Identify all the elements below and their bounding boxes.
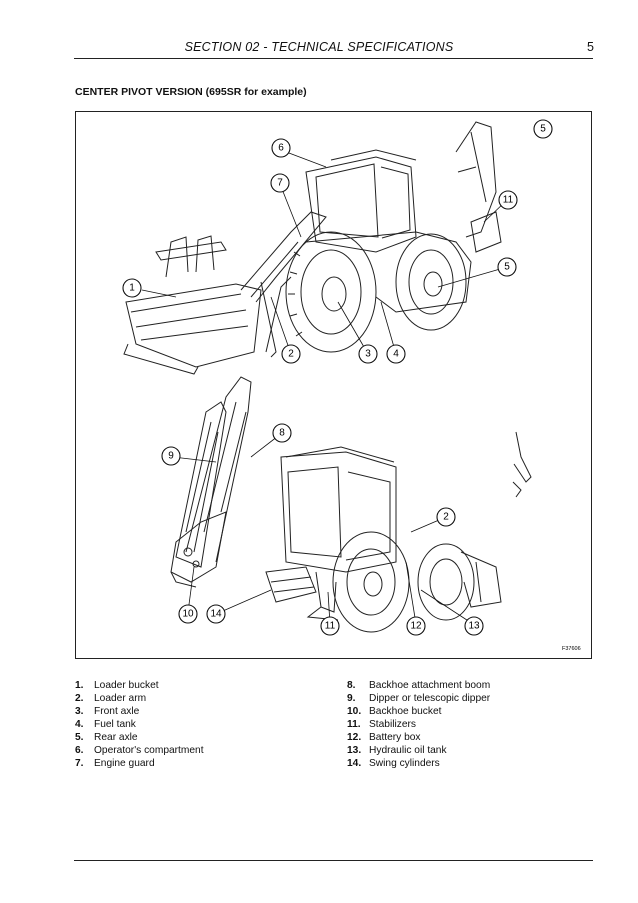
callout-7: 7: [270, 173, 290, 193]
callout-12: 12: [406, 616, 426, 636]
legend-item: 1.Loader bucket: [75, 680, 159, 691]
callout-14: 14: [206, 604, 226, 624]
legend-left: 1.Loader bucket 2.Loader arm 3.Front axl…: [75, 679, 204, 770]
legend-right: 8.Backhoe attachment boom 9.Dipper or te…: [347, 679, 490, 770]
svg-text:6: 6: [278, 143, 284, 154]
legend-item: 5.Rear axle: [75, 732, 138, 743]
svg-text:4: 4: [393, 349, 399, 360]
svg-text:1: 1: [129, 283, 135, 294]
bottom-rear-wheel-drawing: [332, 531, 410, 633]
front-wheel-drawing: [285, 231, 377, 353]
callout-9: 9: [161, 446, 181, 466]
svg-text:11: 11: [503, 195, 514, 206]
svg-text:3: 3: [365, 349, 371, 360]
callout-11: 11: [498, 190, 518, 210]
figure-code: F37606: [562, 646, 581, 652]
rear-cab-drawing: [280, 451, 397, 573]
svg-text:7: 7: [277, 178, 283, 189]
figure-subtitle: CENTER PIVOT VERSION (695SR for example): [75, 86, 307, 98]
footer-rule: [74, 860, 593, 861]
rear-wheel-drawing: [395, 233, 467, 331]
page-number: 5: [587, 40, 594, 54]
legend-item: 9.Dipper or telescopic dipper: [347, 693, 491, 704]
legend-item: 13.Hydraulic oil tank: [347, 745, 447, 756]
svg-text:12: 12: [410, 621, 422, 632]
callout-11-bottom: 11: [320, 616, 340, 636]
svg-text:5: 5: [540, 124, 546, 135]
svg-text:5: 5: [504, 262, 510, 273]
callout-2-bottom: 2: [436, 507, 456, 527]
backhoe-boom-drawing: [185, 376, 252, 563]
header-rule: [74, 58, 593, 59]
svg-text:2: 2: [443, 512, 449, 523]
legend-item: 3.Front axle: [75, 706, 140, 717]
legend-item: 11.Stabilizers: [347, 719, 416, 730]
callout-6: 6: [271, 138, 291, 158]
callout-1: 1: [122, 278, 142, 298]
legend-item: 4.Fuel tank: [75, 719, 136, 730]
backhoe-figure: 1 2 3 4 5 6 7 11 5 2 8 9 10 11 12 13 14 …: [75, 111, 592, 659]
legend-item: 8.Backhoe attachment boom: [347, 680, 491, 691]
callout-8: 8: [272, 423, 292, 443]
legend-item: 7.Engine guard: [75, 758, 155, 769]
callout-10: 10: [178, 604, 198, 624]
svg-text:14: 14: [210, 609, 222, 620]
callout-2: 2: [281, 344, 301, 364]
legend-item: 6.Operator's compartment: [75, 745, 204, 756]
section-title: SECTION 02 - TECHNICAL SPECIFICATIONS: [184, 40, 454, 54]
svg-text:13: 13: [468, 621, 480, 632]
legend-item: 12.Battery box: [347, 732, 421, 743]
backhoe-bucket-drawing: [170, 511, 227, 583]
callout-13: 13: [464, 616, 484, 636]
svg-text:2: 2: [288, 349, 294, 360]
callout-5-partial: 5: [533, 119, 553, 139]
svg-text:8: 8: [279, 428, 285, 439]
legend-item: 14.Swing cylinders: [347, 758, 440, 769]
callout-5: 5: [497, 257, 517, 277]
loader-bucket-drawing: [125, 283, 262, 368]
dipper-drawing: [175, 401, 227, 568]
cab-drawing: [305, 156, 417, 253]
callout-3: 3: [358, 344, 378, 364]
svg-text:10: 10: [182, 609, 194, 620]
legend-item: 10.Backhoe bucket: [347, 706, 442, 717]
svg-text:9: 9: [168, 451, 174, 462]
backhoe-illustration: 1 2 3 4 5 6 7 11 5 2 8 9 10 11 12 13 14 …: [122, 119, 581, 652]
callout-4: 4: [386, 344, 406, 364]
svg-text:11: 11: [325, 621, 336, 632]
legend-item: 2.Loader arm: [75, 693, 147, 704]
